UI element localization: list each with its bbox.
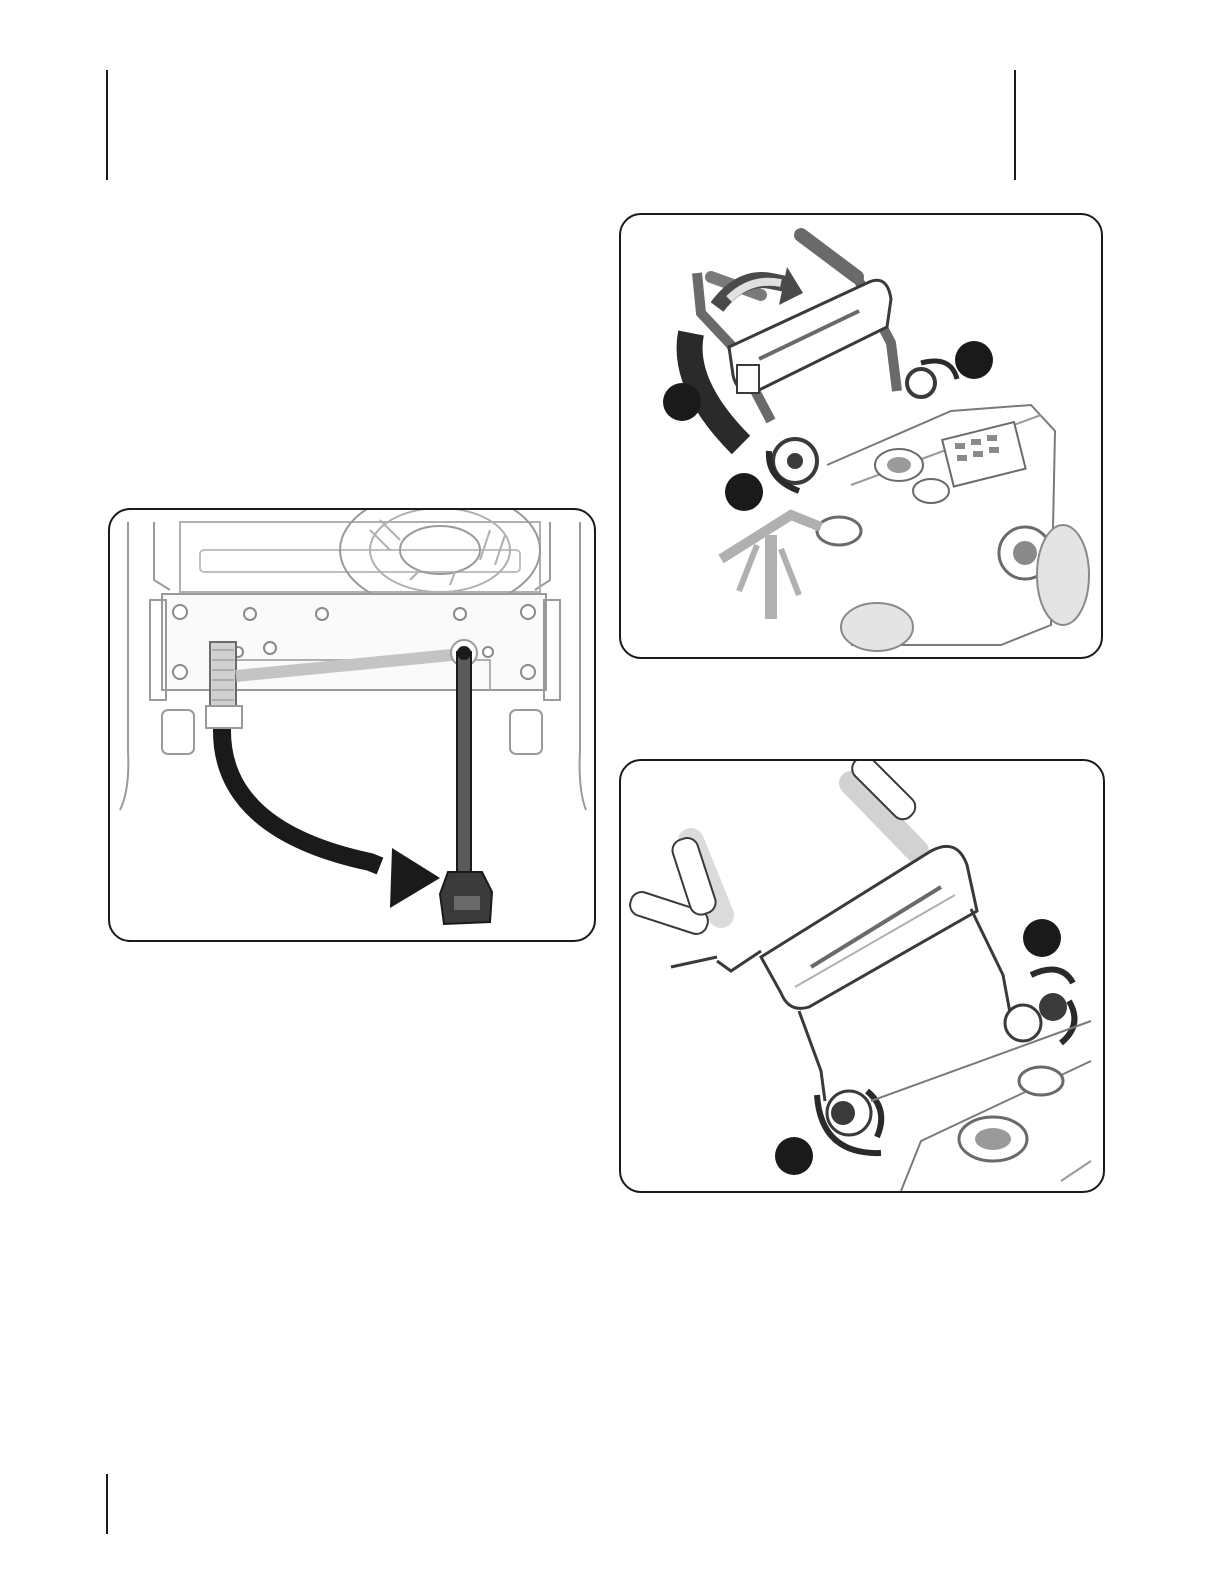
callout-marker-b — [955, 341, 993, 379]
tire-left — [841, 603, 913, 651]
callout-marker-b — [775, 1137, 813, 1175]
control-keypad — [942, 422, 1025, 486]
dash-panel — [761, 846, 977, 1008]
crop-mark-bottom-left — [106, 1474, 108, 1534]
figure-auger-control — [108, 508, 596, 942]
figure-handle-knobs — [619, 759, 1105, 1193]
figure-handle-fold — [619, 213, 1103, 659]
crop-mark-top-right — [1014, 70, 1016, 180]
handle-fold-illustration — [621, 215, 1101, 657]
callout-marker-c — [725, 473, 763, 511]
crop-mark-top-left — [106, 70, 108, 180]
direction-arrow — [222, 728, 380, 866]
auger-control-illustration — [110, 510, 594, 940]
tire-right — [1037, 525, 1089, 625]
callout-marker-a — [663, 383, 701, 421]
callout-marker-a — [1023, 919, 1061, 957]
handle-knobs-illustration — [621, 761, 1103, 1191]
